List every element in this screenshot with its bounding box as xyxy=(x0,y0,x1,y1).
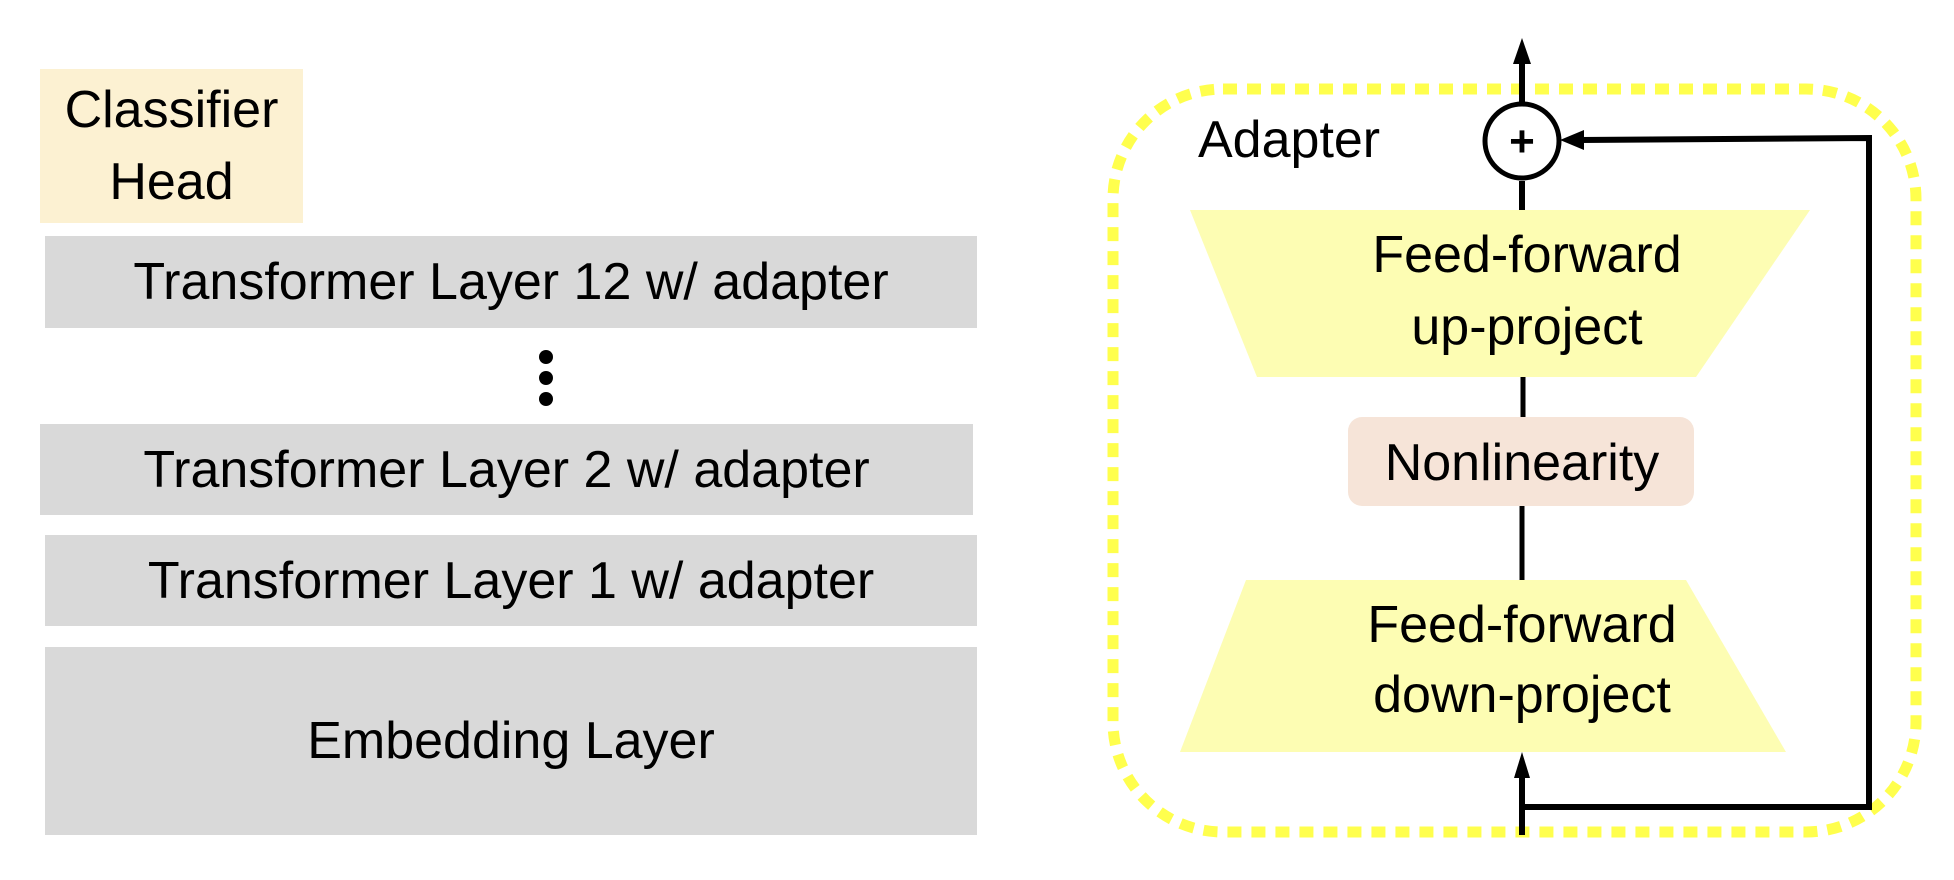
down-project-trapezoid xyxy=(1180,580,1786,752)
output-arrow-icon xyxy=(1513,38,1531,64)
up-project-line2: up-project xyxy=(1411,298,1643,356)
layer-label: Embedding Layer xyxy=(307,712,715,770)
transformer-layer-2: Transformer Layer 2 w/ adapter xyxy=(40,424,973,515)
nonlinearity-label: Nonlinearity xyxy=(1385,434,1660,492)
nonlinearity-box xyxy=(1348,417,1694,506)
plus-icon: + xyxy=(1509,117,1535,166)
up-project-line1: Feed-forward xyxy=(1372,226,1681,284)
transformer-layer-12: Transformer Layer 12 w/ adapter xyxy=(45,236,977,328)
up-project-trapezoid xyxy=(1190,210,1810,377)
vertical-ellipsis-icon xyxy=(535,350,557,406)
classifier-head-line1: Classifier xyxy=(64,81,279,139)
down-project-line1: Feed-forward xyxy=(1367,596,1676,654)
transformer-layer-1: Transformer Layer 1 w/ adapter xyxy=(45,535,977,626)
layer-label: Transformer Layer 12 w/ adapter xyxy=(133,253,889,311)
layer-label: Transformer Layer 2 w/ adapter xyxy=(143,440,870,499)
embedding-layer: Embedding Layer xyxy=(45,647,977,835)
adapter-border xyxy=(1107,83,1922,838)
layer-label: Transformer Layer 1 w/ adapter xyxy=(147,551,875,610)
classifier-head: Classifier Head xyxy=(40,69,303,223)
adapter-title: Adapter xyxy=(1198,111,1380,169)
classifier-head-line2: Head xyxy=(109,153,234,211)
skip-arrow-icon xyxy=(1560,130,1584,150)
input-arrow-icon xyxy=(1514,752,1530,778)
skip-connection xyxy=(1522,134,1872,810)
down-project-line2: down-project xyxy=(1373,666,1671,724)
